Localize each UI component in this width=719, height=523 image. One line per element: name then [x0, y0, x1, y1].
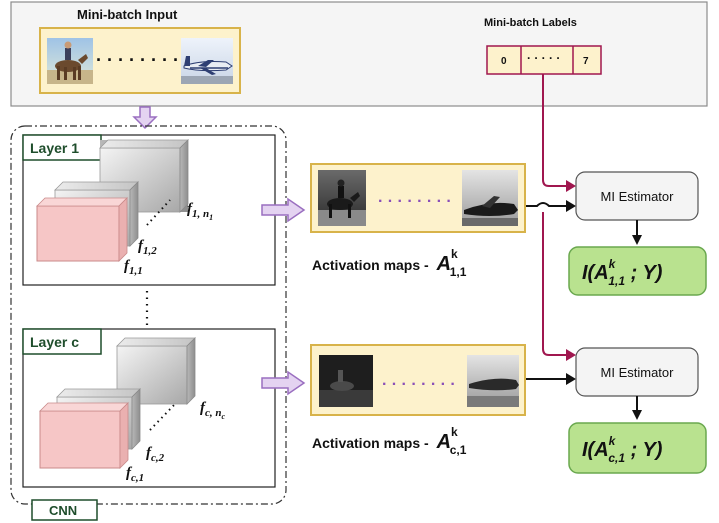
- label-dots: · · · · ·: [527, 51, 560, 65]
- batch-images-box: · · · · · · · ·: [39, 27, 241, 94]
- feature-map-stack: [39, 337, 196, 469]
- mi-estimator-label: MI Estimator: [601, 189, 675, 204]
- batch-input-title: Mini-batch Input: [77, 7, 178, 22]
- layer-1-f-last: f1, n1: [187, 201, 213, 222]
- activation-map-thumbnail: [462, 170, 518, 226]
- layer-1-f-second: f1,2: [138, 238, 157, 257]
- activation-dots: · · · · · · · ·: [378, 193, 452, 210]
- feature-map-stack: [36, 139, 189, 262]
- layer-c-f-first: fc,1: [126, 465, 144, 484]
- horse-rider-thumbnail: [47, 38, 93, 84]
- activation-maps-row-c: · · · · · · · ·: [310, 344, 526, 416]
- activation-maps-row-1: · · · · · · · ·: [310, 163, 526, 233]
- batch-dots: · · · · · · · ·: [96, 50, 179, 70]
- layer-c-f-last: fc, nc: [200, 400, 226, 421]
- layer-c-title: Layer c: [30, 334, 79, 350]
- layer-c-to-activation-arrow: [261, 370, 306, 396]
- layer-1-f-first: f1,1: [124, 258, 143, 277]
- layer-1-title: Layer 1: [30, 140, 79, 156]
- label-arrowhead-row-c: [566, 349, 576, 361]
- activation-map-thumbnail: [467, 355, 519, 407]
- batch-labels-title: Mini-batch Labels: [484, 17, 577, 29]
- batch-labels-box: 0 · · · · · 7: [486, 45, 602, 75]
- cnn-tag: CNN: [31, 499, 98, 521]
- activation-dots: · · · · · · · ·: [382, 376, 456, 393]
- estimator-arrowhead-row-c: [566, 373, 576, 385]
- activation-map-thumbnail: [319, 355, 373, 407]
- mi-estimator-row-1: MI Estimator: [575, 171, 699, 221]
- label-connectors: [542, 74, 566, 356]
- label-first: 0: [501, 56, 507, 67]
- activation-to-estimator-arrows: [526, 202, 566, 380]
- label-last: 7: [583, 56, 589, 67]
- airplane-thumbnail: [181, 38, 233, 84]
- layer-1-to-activation-arrow: [261, 197, 306, 223]
- label-arrowhead-row-1: [566, 180, 576, 192]
- cnn-frame: [10, 125, 287, 505]
- input-panel: Mini-batch Input · · · · · · · ·: [10, 1, 708, 107]
- layer-c-box: Layer c fc, nc fc,2 fc,1: [22, 328, 276, 488]
- cnn-tag-label: CNN: [49, 503, 77, 518]
- input-to-cnn-arrow: [132, 106, 158, 130]
- activation-map-thumbnail: [318, 170, 366, 226]
- layer-c-f-second: fc,2: [146, 445, 165, 464]
- layer-1-box: Layer 1 f1, n1 f1,2 f1,1: [22, 134, 276, 286]
- estimator-arrowhead-row-1: [566, 200, 576, 212]
- mi-estimator-row-c: MI Estimator: [575, 347, 699, 397]
- mi-estimator-label: MI Estimator: [601, 365, 675, 380]
